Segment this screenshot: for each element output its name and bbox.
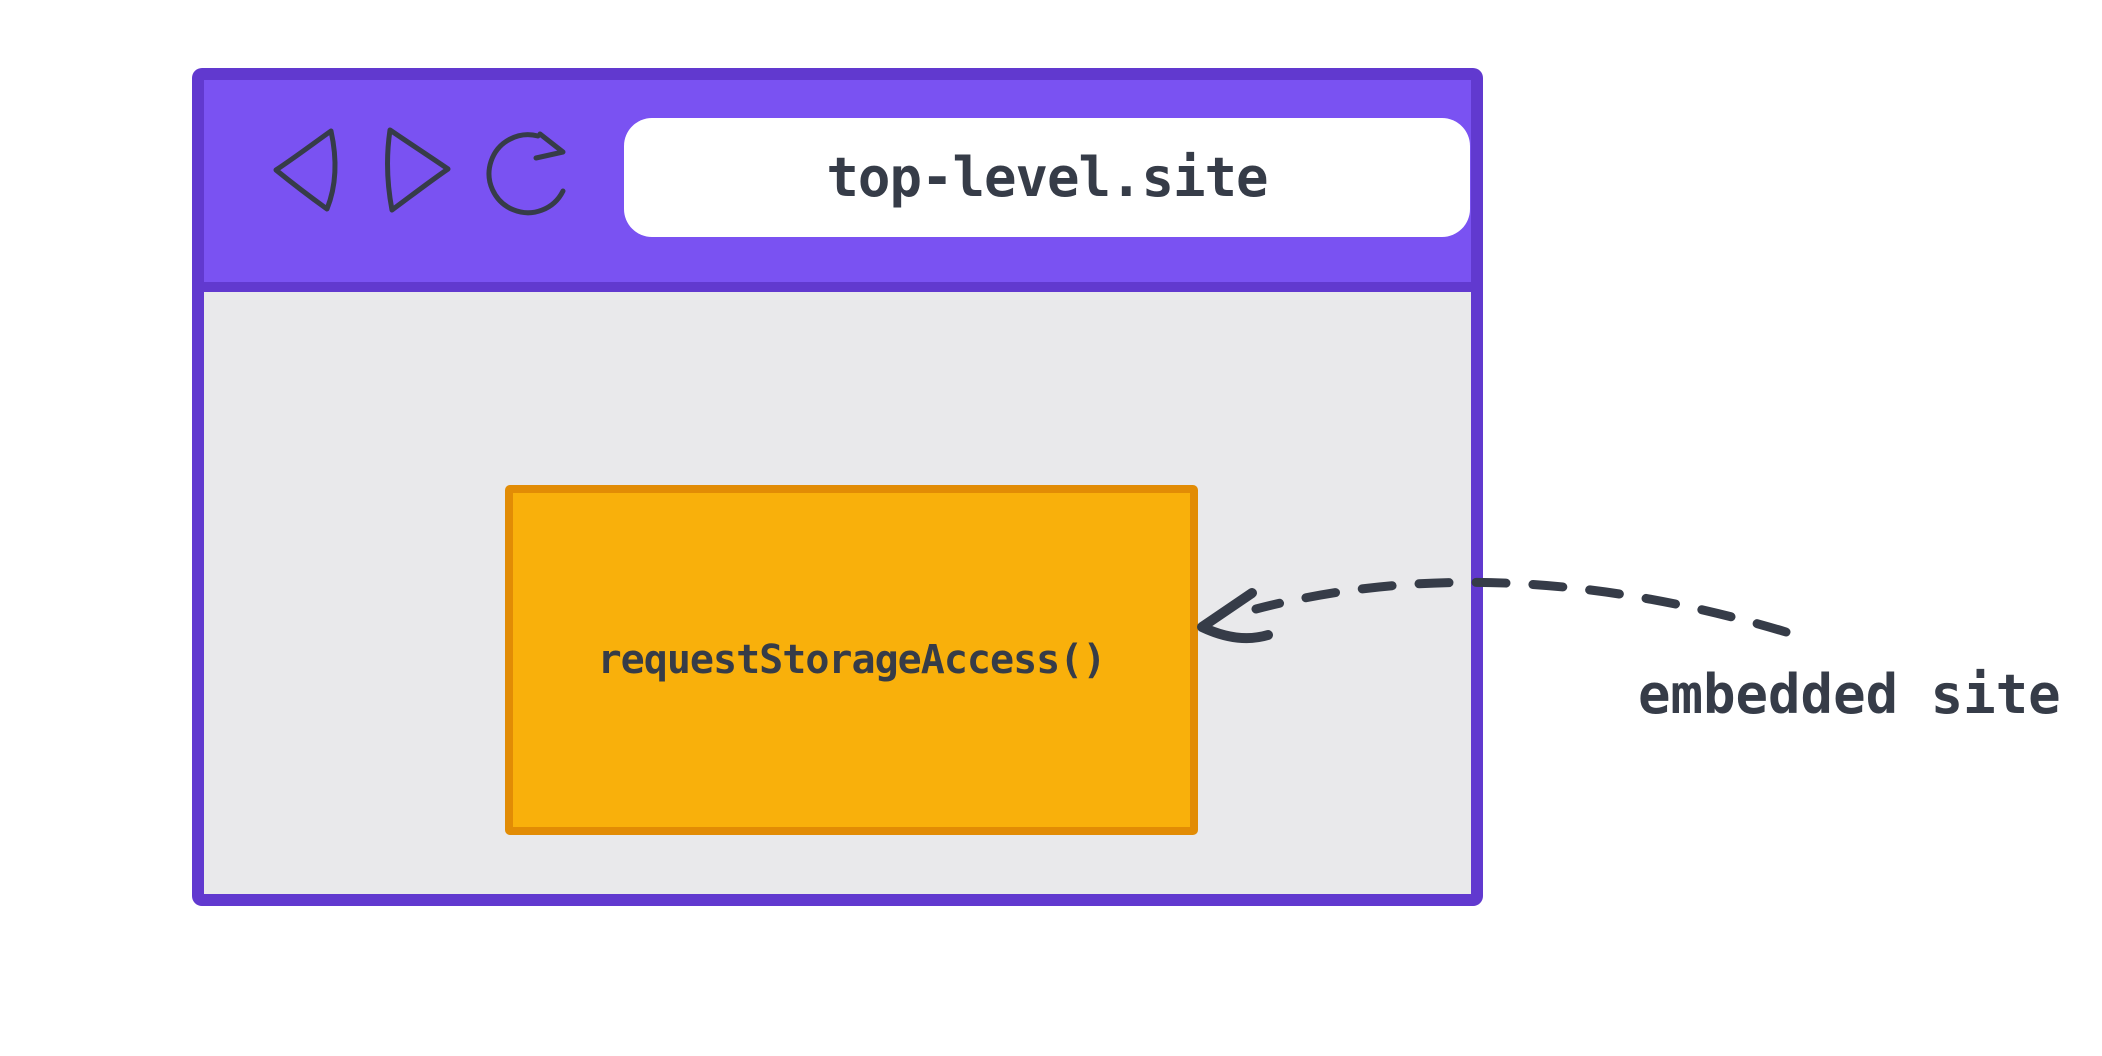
- annotation-arrow: [1197, 577, 1791, 644]
- address-bar[interactable]: top-level.site: [624, 118, 1470, 237]
- reload-icon-arrowhead: [533, 131, 566, 161]
- reload-icon: [486, 132, 566, 216]
- dashed-arrow-line: [1251, 577, 1791, 637]
- back-icon: [273, 128, 338, 212]
- address-bar-url: top-level.site: [826, 146, 1268, 209]
- arrowhead-icon: [1197, 588, 1273, 644]
- nav-icons: [273, 127, 566, 216]
- embedded-iframe[interactable]: requestStorageAccess(): [505, 485, 1198, 835]
- forward-icon: [385, 127, 451, 213]
- request-storage-access-label: requestStorageAccess(): [597, 637, 1107, 683]
- back-button[interactable]: [273, 128, 338, 212]
- embedded-site-label: embedded site: [1638, 663, 2061, 726]
- browser-window: top-level.site requestStorageAccess(): [192, 68, 1483, 906]
- forward-button[interactable]: [385, 127, 451, 213]
- page-content: requestStorageAccess(): [204, 292, 1471, 894]
- browser-toolbar: top-level.site: [204, 80, 1471, 292]
- reload-button[interactable]: [486, 131, 566, 216]
